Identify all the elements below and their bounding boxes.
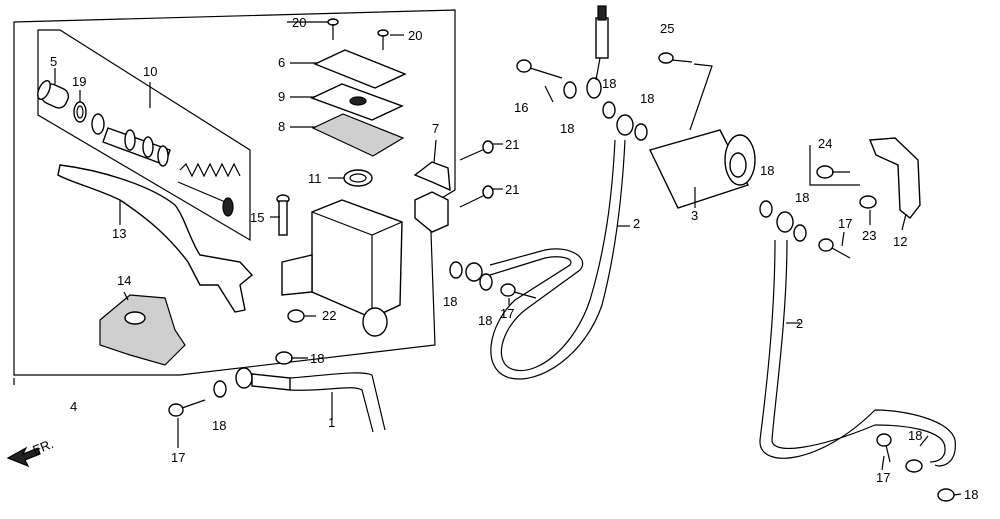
spring-part-10 <box>177 162 241 217</box>
hose-part-2-right <box>759 211 956 467</box>
callout-17-b: 17 <box>500 306 514 321</box>
leader-lines <box>13 21 962 496</box>
callout-18-a: 18 <box>560 121 574 136</box>
lever-part-13 <box>57 164 254 313</box>
callout-8: 8 <box>278 119 285 134</box>
plate-part-9-hole <box>349 96 367 106</box>
callout-18-g: 18 <box>212 418 226 433</box>
callout-14: 14 <box>117 273 131 288</box>
callout-23: 23 <box>862 228 876 243</box>
kit-10-outline <box>37 29 251 242</box>
callout-6: 6 <box>278 55 285 70</box>
callout-4: 4 <box>70 399 77 414</box>
callout-2-right: 2 <box>796 316 803 331</box>
line-top <box>586 5 609 99</box>
callout-9: 9 <box>278 89 285 104</box>
washer-18b <box>602 101 616 119</box>
callout-18-e: 18 <box>478 313 492 328</box>
bolt-part-21a <box>459 140 494 161</box>
callout-21-a: 21 <box>505 137 519 152</box>
master-cylinder-body <box>281 199 403 337</box>
callout-21-b: 21 <box>505 182 519 197</box>
screw-part-20a <box>327 18 339 40</box>
diaphragm-part-8 <box>311 113 405 157</box>
callout-5: 5 <box>50 54 57 69</box>
joint-part-3 <box>649 129 756 209</box>
piston-part-10 <box>102 127 171 167</box>
callout-18-k: 18 <box>964 487 978 502</box>
bolt-part-17d <box>876 433 892 463</box>
callout-15: 15 <box>250 210 264 225</box>
holder-part-14 <box>99 294 186 366</box>
callout-11: 11 <box>308 171 322 186</box>
callout-18-h: 18 <box>760 163 774 178</box>
bolt-part-16 <box>516 59 563 79</box>
washer-18j <box>905 459 923 473</box>
bolt-part-24 <box>816 165 850 179</box>
circlip-part-19 <box>73 101 87 123</box>
bolt-part-25 <box>658 52 713 131</box>
callout-1: 1 <box>328 415 335 430</box>
washer-18k <box>937 488 955 502</box>
bolt-part-17b <box>500 283 537 299</box>
callout-20-a: 20 <box>292 15 306 30</box>
washer-18f <box>275 351 293 365</box>
screw-part-15 <box>276 194 290 236</box>
washer-18c <box>634 123 648 141</box>
callout-18-j: 18 <box>908 428 922 443</box>
bolt-part-21b <box>459 185 494 208</box>
callout-17-a: 17 <box>171 450 185 465</box>
hose-part-1 <box>235 367 386 433</box>
callout-3: 3 <box>691 208 698 223</box>
washer-18g <box>213 380 227 398</box>
callout-25: 25 <box>660 21 674 36</box>
boot-part-5 <box>37 79 70 109</box>
callout-18-c: 18 <box>640 91 654 106</box>
washer-18a <box>563 81 577 99</box>
callout-labels: 1 2 2 3 4 5 6 7 8 9 10 11 12 13 14 15 16… <box>50 15 978 502</box>
washer-18i <box>793 224 807 242</box>
washer-18d <box>449 261 463 279</box>
bracket-part-12 <box>868 137 921 219</box>
callout-24: 24 <box>818 136 832 151</box>
washer-18h <box>759 200 773 218</box>
washer-18e <box>479 273 493 291</box>
washer-10a <box>91 113 105 135</box>
callout-18-d: 18 <box>443 294 457 309</box>
cap-part-6 <box>313 49 407 89</box>
callout-2-left: 2 <box>633 216 640 231</box>
callout-18-b: 18 <box>602 76 616 91</box>
callout-18-i: 18 <box>795 190 809 205</box>
callout-10: 10 <box>143 64 157 79</box>
cap-part-22 <box>287 309 305 323</box>
callout-12: 12 <box>893 234 907 249</box>
hose-part-2-left <box>465 114 634 380</box>
callout-18-f: 18 <box>310 351 324 366</box>
callout-17-d: 17 <box>876 470 890 485</box>
front-direction-arrow: FR. <box>6 436 56 468</box>
nut-part-23 <box>859 195 877 209</box>
front-direction-label: FR. <box>31 436 56 458</box>
screw-part-20b <box>377 29 389 50</box>
callout-19: 19 <box>72 74 86 89</box>
callout-17-c: 17 <box>838 216 852 231</box>
bolt-24-bracket <box>809 145 860 186</box>
oring-part-11-inner <box>349 173 367 183</box>
callout-13: 13 <box>112 226 126 241</box>
clamp-part-7 <box>413 161 451 233</box>
callout-22: 22 <box>322 308 336 323</box>
oring-part-11 <box>343 169 373 187</box>
callout-7: 7 <box>432 121 439 136</box>
bolt-part-17c <box>818 238 851 259</box>
bolt-part-17a <box>168 399 206 417</box>
callout-16: 16 <box>514 100 528 115</box>
callout-20-b: 20 <box>408 28 422 43</box>
assembly-4-outline <box>13 9 456 376</box>
